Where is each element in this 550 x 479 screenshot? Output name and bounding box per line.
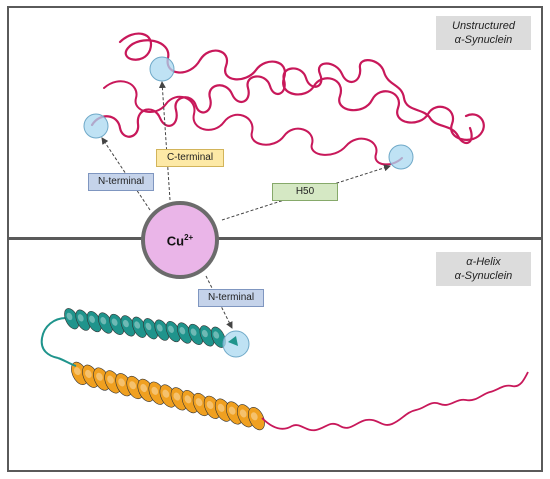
helix-orange-turn-highlight	[129, 381, 137, 390]
n-terminal-top-label: N-terminal	[88, 173, 154, 191]
helix-teal-turn-highlight	[122, 319, 129, 328]
helix-teal-turn-highlight	[111, 318, 118, 326]
helix-orange-turn-highlight	[96, 372, 103, 381]
helix-orange-turn-highlight	[195, 398, 203, 407]
arrow-to-h50	[221, 164, 391, 221]
helix-orange-turn	[248, 407, 265, 431]
helix-orange-turn-highlight	[206, 400, 214, 410]
binding-site-n-terminal-top	[83, 113, 109, 139]
helix-orange-turn-highlight	[73, 367, 81, 376]
helix-orange-turn-highlight	[228, 406, 236, 415]
helix-orange-turn-highlight	[250, 412, 258, 421]
helix-title-line1: α-Helix	[466, 256, 501, 268]
helix-orange-turn-highlight	[162, 389, 170, 398]
unstructured-protein-coil	[90, 59, 473, 145]
copper-ion-symbol: Cu	[166, 233, 185, 249]
helix-teal-turn-highlight	[66, 312, 73, 321]
helix-orange-turn-highlight	[217, 403, 225, 412]
helix-orange-turn-highlight	[107, 375, 114, 384]
unstructured-protein-coil-loops	[118, 32, 485, 141]
helix-orange-turn-highlight	[173, 392, 181, 401]
helix-teal-turn-highlight	[100, 317, 107, 325]
helix-teal-turn-highlight	[145, 322, 152, 331]
helix-orange-turn-highlight	[151, 386, 159, 395]
h50-label: H50	[272, 183, 338, 201]
helix-orange-turn-highlight	[140, 384, 148, 393]
helix-teal-turn-highlight	[179, 327, 186, 335]
copper-ion-charge: 2+	[184, 233, 194, 242]
helix-teal-turn-highlight	[190, 328, 197, 336]
c-terminal-label: C-terminal	[156, 149, 224, 167]
helix-teal-turn-highlight	[156, 324, 163, 332]
helix-orange-turn-highlight	[118, 378, 125, 387]
unstructured-title-line2: α-Synuclein	[454, 34, 513, 46]
helix-teal-turn-highlight	[168, 325, 174, 333]
arrow-to-n-terminal-top	[101, 137, 151, 211]
n-terminal-strand-tip	[228, 336, 238, 346]
helix-teal-turn-highlight	[134, 321, 141, 329]
helix-title-line2: α-Synuclein	[454, 270, 513, 282]
helix-teal-turn-highlight	[213, 331, 220, 339]
helix-title-box: α-Helix α-Synuclein	[436, 252, 531, 286]
unstructured-title-line1: Unstructured	[452, 20, 515, 32]
helix-orange-group	[71, 361, 265, 431]
unstructured-title-box: Unstructured α-Synuclein	[436, 16, 531, 50]
helix-teal-turn-highlight	[89, 315, 95, 323]
helix-teal-turn-highlight	[201, 329, 208, 338]
helix-orange-turn-highlight	[184, 395, 192, 404]
copper-ion-label: Cu2+	[160, 233, 200, 248]
helix-teal-turn-highlight	[77, 314, 84, 322]
helix-orange-turn-highlight	[239, 409, 247, 418]
helix-end-connector	[57, 357, 77, 367]
linker-loop	[40, 317, 67, 359]
unstructured-protein-coil-mid	[103, 80, 403, 166]
c-terminal-tail-coil	[261, 371, 529, 432]
helix-teal-group	[64, 308, 226, 348]
n-terminal-bottom-label: N-terminal	[198, 289, 264, 307]
copper-ion	[141, 201, 219, 279]
binding-site-c-terminal	[149, 56, 175, 82]
binding-site-h50	[388, 144, 414, 170]
helix-orange-turn-highlight	[85, 369, 92, 378]
